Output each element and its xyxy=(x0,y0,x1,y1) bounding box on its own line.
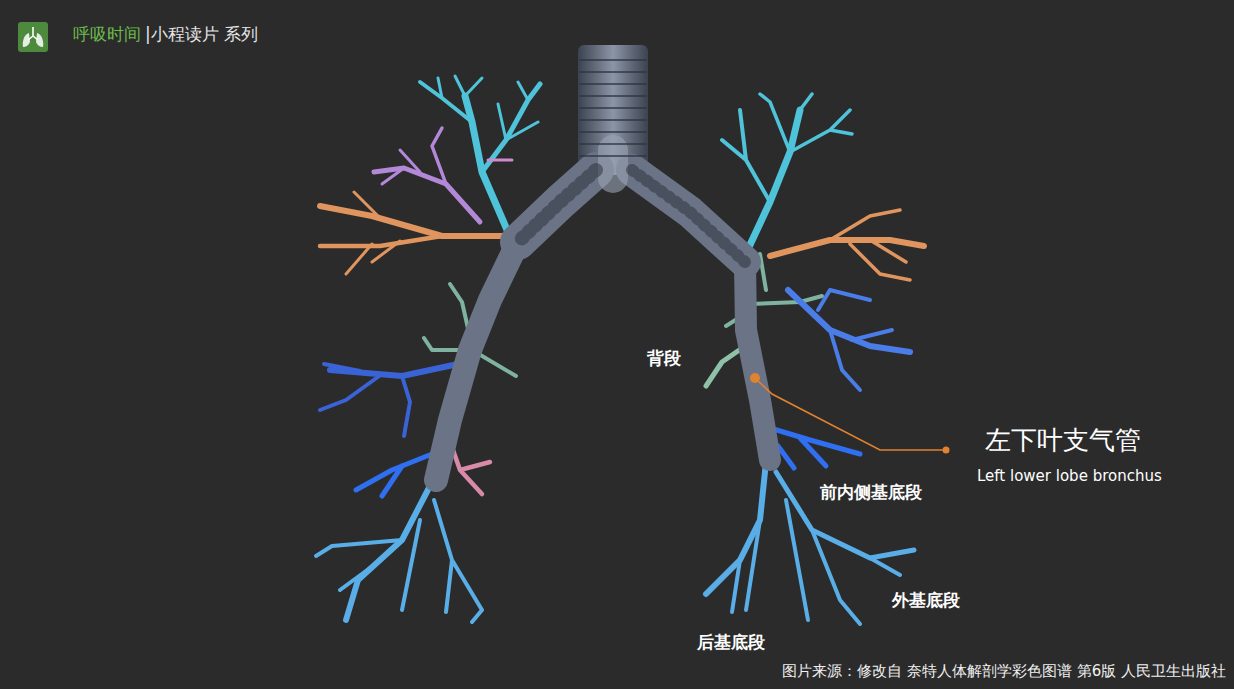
right-intermediate-bronchus xyxy=(436,242,518,480)
trachea xyxy=(578,45,648,175)
upper-lobe-branches xyxy=(420,76,540,232)
branch xyxy=(722,110,770,202)
left-lower-lobe-bronchus xyxy=(745,262,770,460)
branch xyxy=(420,82,472,122)
anterior-segment-branches xyxy=(320,192,512,274)
carina xyxy=(598,150,628,178)
image-source-caption: 图片来源：修改自 奈特人体解剖学彩色图谱 第6版 人民卫生出版社 xyxy=(782,662,1226,680)
branch xyxy=(498,82,538,140)
branch xyxy=(346,192,400,274)
leader-path xyxy=(758,381,944,450)
branch xyxy=(732,520,760,612)
branch xyxy=(770,240,924,256)
segment-label: 后基底段 xyxy=(695,632,767,652)
left-main-bronchus xyxy=(632,170,745,262)
branch xyxy=(320,206,512,236)
branch xyxy=(488,159,512,162)
branch xyxy=(788,290,910,352)
branch xyxy=(770,428,860,468)
segment-label: 前内侧基底段 xyxy=(818,482,924,502)
branch xyxy=(786,500,900,624)
app-icon xyxy=(18,22,48,52)
branch xyxy=(818,290,892,390)
icon-lungs xyxy=(23,33,44,47)
branch xyxy=(432,128,446,184)
lingular-branches xyxy=(788,290,910,390)
icon-tile xyxy=(18,22,48,52)
branch xyxy=(438,76,482,98)
ring xyxy=(632,170,745,262)
structure-label: 左下叶支气管 xyxy=(983,425,1143,456)
page-title: 呼吸时间 xyxy=(73,24,141,44)
segment-label: 外基底段 xyxy=(890,590,962,610)
anteromedial-basal-branches xyxy=(770,428,860,468)
ring xyxy=(580,60,646,156)
cartilage-rings xyxy=(580,60,646,156)
ring xyxy=(518,170,596,242)
branch xyxy=(340,500,482,622)
leader-dot xyxy=(943,447,950,454)
branch xyxy=(346,482,432,620)
leader-line xyxy=(750,373,950,454)
branch xyxy=(760,94,852,152)
branch xyxy=(316,520,420,610)
branch xyxy=(374,168,480,222)
branch xyxy=(320,364,410,436)
branch xyxy=(482,84,540,172)
posterior-segment-branches xyxy=(374,128,512,222)
anterior-segment-branches xyxy=(770,210,924,280)
branch xyxy=(320,236,442,246)
segment-label: 背段 xyxy=(645,348,683,368)
branch xyxy=(382,150,420,184)
basal-branches xyxy=(316,482,482,622)
series-name: |小程读片 系列 xyxy=(145,24,258,44)
right-main-bronchus xyxy=(518,170,596,242)
structure-label-en: Left lower lobe bronchus xyxy=(975,467,1164,485)
branch xyxy=(742,110,800,262)
branch xyxy=(830,210,910,280)
airway xyxy=(436,45,770,480)
